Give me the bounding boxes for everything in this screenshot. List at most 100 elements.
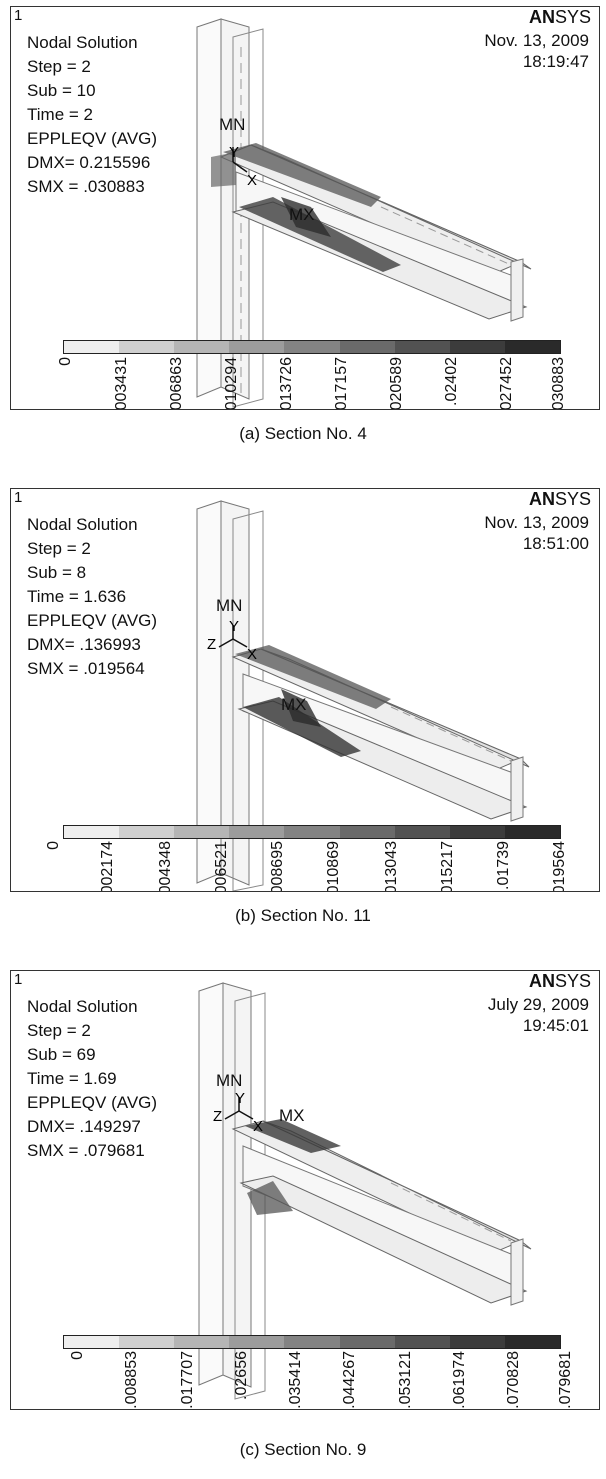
axis-y-label: Y <box>229 144 239 161</box>
legend-band <box>174 826 230 838</box>
info-line: EPPLEQV (AVG) <box>27 611 158 630</box>
info-line: SMX = .030883 <box>27 177 145 196</box>
legend-band <box>174 1336 230 1348</box>
info-line: Time = 1.636 <box>27 587 127 606</box>
legend-band <box>119 341 175 353</box>
legend-tick-label: .010294 <box>223 357 240 410</box>
legend-tick-label: .02656 <box>233 1351 250 1400</box>
legend-band <box>449 341 505 353</box>
legend-tick-label: .004348 <box>157 841 174 892</box>
legend-tick-label: .017707 <box>179 1351 196 1409</box>
legend-tick-label: .027452 <box>498 357 515 410</box>
info-line: Nodal Solution <box>27 515 138 534</box>
legend-tick-label: .070828 <box>505 1351 522 1409</box>
legend-band <box>119 1336 175 1348</box>
info-line: Step = 2 <box>27 1021 91 1040</box>
legend-tick-label: .013726 <box>278 357 295 410</box>
legend-tick-label: .006863 <box>168 357 185 410</box>
axis-z-label: Z <box>207 636 216 653</box>
ansys-logo: ANSYS <box>528 971 591 991</box>
contour-panel-a: 1 ANSYS Nov. 13, 2009 18:19:47 Nodal Sol… <box>10 6 600 410</box>
legend-band <box>449 1336 505 1348</box>
solution-info-block: Nodal Solution Step = 2 Sub = 8 Time = 1… <box>27 513 157 681</box>
window-number: 1 <box>14 7 23 24</box>
legend-tick-label: .061974 <box>451 1351 468 1409</box>
legend-band <box>64 1336 120 1348</box>
info-line: Time = 2 <box>27 105 93 124</box>
beam-column-model: Y X Z <box>198 982 532 1400</box>
legend-band <box>229 826 285 838</box>
max-marker-label: MX <box>281 695 307 714</box>
min-marker-label: MN <box>216 1071 243 1090</box>
min-marker-label: MN <box>219 115 246 134</box>
legend-band <box>229 341 285 353</box>
legend-band <box>394 1336 450 1348</box>
figure-caption: (b) Section No. 11 <box>235 906 371 925</box>
ansys-logo: ANSYS <box>528 7 591 27</box>
legend-band <box>64 341 120 353</box>
legend-band <box>339 826 395 838</box>
legend-tick-label: .079681 <box>557 1351 574 1409</box>
legend-band <box>394 826 450 838</box>
legend-tick-label: .02402 <box>443 357 460 406</box>
solution-date: Nov. 13, 2009 <box>484 513 589 532</box>
window-number: 1 <box>14 971 23 988</box>
max-marker-label: MX <box>279 1106 305 1125</box>
solution-date: Nov. 13, 2009 <box>484 31 589 50</box>
ansys-logo: ANSYS <box>528 489 591 509</box>
contour-legend-bar <box>63 825 561 839</box>
legend-tick-label: .017157 <box>333 357 350 410</box>
min-marker-label: MN <box>216 596 243 615</box>
info-line: Sub = 10 <box>27 81 96 100</box>
legend-tick-label: .015217 <box>439 841 456 892</box>
info-line: Nodal Solution <box>27 33 138 52</box>
info-line: DMX= .136993 <box>27 635 141 654</box>
legend-tick-label: .010869 <box>325 841 342 892</box>
max-marker-label: MX <box>289 205 315 224</box>
legend-tick-label: .01739 <box>495 841 512 890</box>
contour-panel-b: 1 ANSYS Nov. 13, 2009 18:51:00 Nodal Sol… <box>10 488 600 892</box>
contour-panel-c: 1 ANSYS July 29, 2009 19:45:01 Nodal Sol… <box>10 970 600 1410</box>
legend-band <box>284 1336 340 1348</box>
legend-band <box>394 341 450 353</box>
axis-x-label: X <box>247 172 257 189</box>
legend-band <box>339 1336 395 1348</box>
solution-date: July 29, 2009 <box>487 995 589 1014</box>
axis-x-label: X <box>247 646 257 663</box>
beam-column-model: Y X Z <box>196 500 530 891</box>
info-line: DMX= 0.215596 <box>27 153 151 172</box>
legend-tick-label: 0 <box>69 1351 86 1360</box>
legend-band <box>504 826 560 838</box>
legend-band <box>174 341 230 353</box>
legend-tick-label: 0 <box>45 841 62 850</box>
info-line: Step = 2 <box>27 57 91 76</box>
contour-legend-bar <box>63 340 561 354</box>
legend-tick-label: .044267 <box>341 1351 358 1409</box>
legend-tick-label: .020589 <box>388 357 405 410</box>
axis-y-label: Y <box>235 1090 245 1107</box>
beam-column-model: Y X <box>196 18 532 408</box>
legend-tick-label: 0 <box>57 357 74 366</box>
legend-band <box>339 341 395 353</box>
contour-legend-bar <box>63 1335 561 1349</box>
window-number: 1 <box>14 489 23 506</box>
legend-band <box>504 1336 560 1348</box>
legend-band <box>504 341 560 353</box>
solution-time: 18:19:47 <box>522 52 589 71</box>
info-line: Nodal Solution <box>27 997 138 1016</box>
legend-band <box>119 826 175 838</box>
figure-caption: (a) Section No. 4 <box>239 424 367 443</box>
legend-tick-label: .035414 <box>287 1351 304 1409</box>
legend-tick-label: .019564 <box>551 841 568 892</box>
legend-band <box>449 826 505 838</box>
legend-tick-label: .003431 <box>113 357 130 410</box>
legend-band <box>284 826 340 838</box>
legend-tick-label: .030883 <box>550 357 567 410</box>
info-line: SMX = .019564 <box>27 659 145 678</box>
legend-tick-label: .002174 <box>99 841 116 892</box>
legend-band <box>229 1336 285 1348</box>
legend-tick-label: .006521 <box>213 841 230 892</box>
legend-band <box>284 341 340 353</box>
info-line: EPPLEQV (AVG) <box>27 129 158 148</box>
info-line: DMX= .149297 <box>27 1117 141 1136</box>
